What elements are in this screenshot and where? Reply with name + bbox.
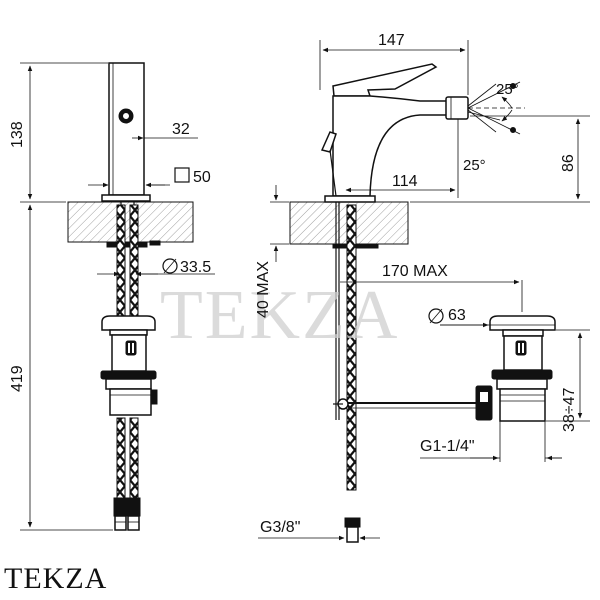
- front-faucet-body: [108, 62, 145, 196]
- diameter-symbol: [162, 258, 178, 274]
- dim-86: 86: [560, 154, 577, 172]
- watermark-text: TEKZA: [160, 277, 399, 354]
- dim-angle-up: 25°: [496, 81, 519, 98]
- side-lever: [332, 63, 438, 97]
- dim-38-47: 38÷47: [561, 388, 578, 432]
- dim-32: 32: [172, 121, 190, 138]
- front-waste-cap: [101, 315, 156, 331]
- dim-33-5: 33.5: [180, 259, 211, 276]
- dim-138: 138: [9, 121, 26, 148]
- front-hose-left: [116, 204, 126, 318]
- side-faucet-body: [332, 95, 459, 197]
- dim-147: 147: [378, 32, 405, 49]
- dim-g1-1-4: G1-1/4": [420, 438, 475, 455]
- front-base-flange: [101, 194, 151, 202]
- dim-419: 419: [9, 365, 26, 392]
- side-view: [258, 40, 590, 543]
- dim-g3-8: G3/8": [260, 519, 300, 536]
- brand-logo: TEKZA: [4, 562, 108, 595]
- side-hose: [346, 204, 357, 491]
- square-symbol: [174, 167, 190, 183]
- side-nozzle: [445, 96, 469, 120]
- side-waste-cap: [489, 315, 556, 331]
- side-popup-knob: [320, 131, 337, 153]
- front-fixing-nut: [106, 241, 148, 248]
- front-hose-right: [129, 204, 139, 318]
- dim-40-max: 40 MAX: [255, 261, 272, 318]
- front-view: [20, 62, 215, 531]
- dim-170-max: 170 MAX: [382, 263, 448, 280]
- dim-angle-down: 25°: [463, 157, 486, 174]
- dim-63: 63: [448, 307, 466, 324]
- dim-50: 50: [193, 169, 211, 186]
- dim-114: 114: [392, 173, 418, 190]
